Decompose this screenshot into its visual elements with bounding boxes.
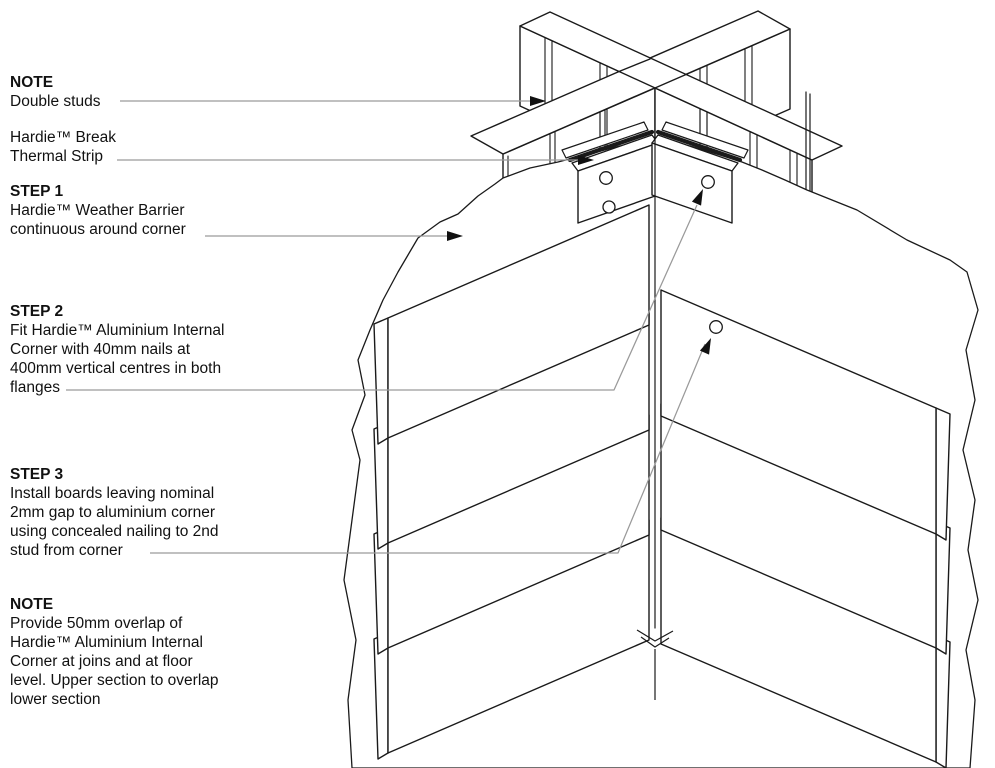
annotation-note-double-studs: NOTE Double studs [10, 73, 100, 111]
annotation-line: flanges [10, 379, 60, 396]
annotation-step1: STEP 1 Hardie™ Weather Barrier continuou… [10, 182, 186, 239]
annotation-line: Hardie™ Weather Barrier [10, 202, 185, 219]
aluminium-internal-corner [561, 121, 749, 629]
annotation-heading: STEP 1 [10, 183, 64, 200]
stud-end-lines [805, 91, 811, 193]
corner-flange-right [651, 142, 733, 224]
annotation-line: Double studs [10, 93, 101, 110]
annotation-heading: STEP 2 [10, 303, 64, 320]
annotation-line: continuous around corner [10, 221, 186, 238]
annotation-step3: STEP 3 Install boards leaving nominal 2m… [10, 465, 219, 560]
annotation-line: Hardie™ Aluminium Internal [10, 634, 203, 651]
top-plate-left-wall [470, 10, 791, 155]
weatherboards-left-wall [373, 204, 650, 760]
annotation-line: lower section [10, 691, 101, 708]
corner-top-strip-left [561, 121, 649, 159]
weatherboard [660, 289, 937, 535]
weatherboard [387, 204, 650, 439]
leader-step3-nailing [150, 343, 706, 554]
annotation-heading: STEP 3 [10, 466, 64, 483]
leader-lines [66, 100, 706, 554]
annotation-line: Fit Hardie™ Aluminium Internal [10, 322, 225, 339]
leader-step2-nails [66, 204, 698, 391]
arrowhead-double-studs [530, 96, 546, 106]
annotation-line: stud from corner [10, 542, 123, 559]
arrowhead-step3-nailing [699, 338, 711, 355]
annotation-line: Install boards leaving nominal [10, 485, 215, 502]
arrowhead-thermal-strip [578, 155, 594, 165]
annotation-line: Provide 50mm overlap of [10, 615, 183, 632]
arrowhead-step2-nails [691, 189, 703, 206]
annotation-heading: NOTE [10, 596, 54, 613]
corner-overlap-joint [636, 629, 674, 700]
annotation-line: level. Upper section to overlap [10, 672, 219, 689]
nail-hole [701, 175, 715, 189]
thermal-strip-left [567, 129, 655, 163]
annotation-line: Corner with 40mm nails at [10, 341, 191, 358]
weatherboards-right-wall [660, 289, 951, 768]
annotation-line: Thermal Strip [10, 148, 104, 165]
annotation-step2: STEP 2 Fit Hardie™ Aluminium Internal Co… [10, 302, 225, 397]
annotation-line: Corner at joins and at floor [10, 653, 193, 670]
corner-top-strip-right [661, 121, 749, 159]
leader-arrowheads [447, 96, 711, 355]
arrowhead-weather-barrier [447, 231, 463, 241]
plate-edge-restrokes [618, 58, 687, 89]
annotation-note-overlap: NOTE Provide 50mm overlap of Hardie™ Alu… [10, 595, 219, 709]
thermal-strip-right [655, 129, 743, 163]
annotation-line: 400mm vertical centres in both [10, 360, 222, 377]
nail-hole [709, 320, 723, 334]
top-plate-right-wall [519, 11, 843, 161]
annotation-heading: NOTE [10, 74, 54, 91]
nail-hole [599, 171, 613, 185]
annotation-line: using concealed nailing to 2nd [10, 523, 219, 540]
nail-hole [602, 200, 616, 214]
annotation-thermal-strip: Hardie™ Break Thermal Strip [10, 128, 116, 166]
annotation-line: 2mm gap to aluminium corner [10, 504, 216, 521]
annotation-line: Hardie™ Break [10, 129, 116, 146]
